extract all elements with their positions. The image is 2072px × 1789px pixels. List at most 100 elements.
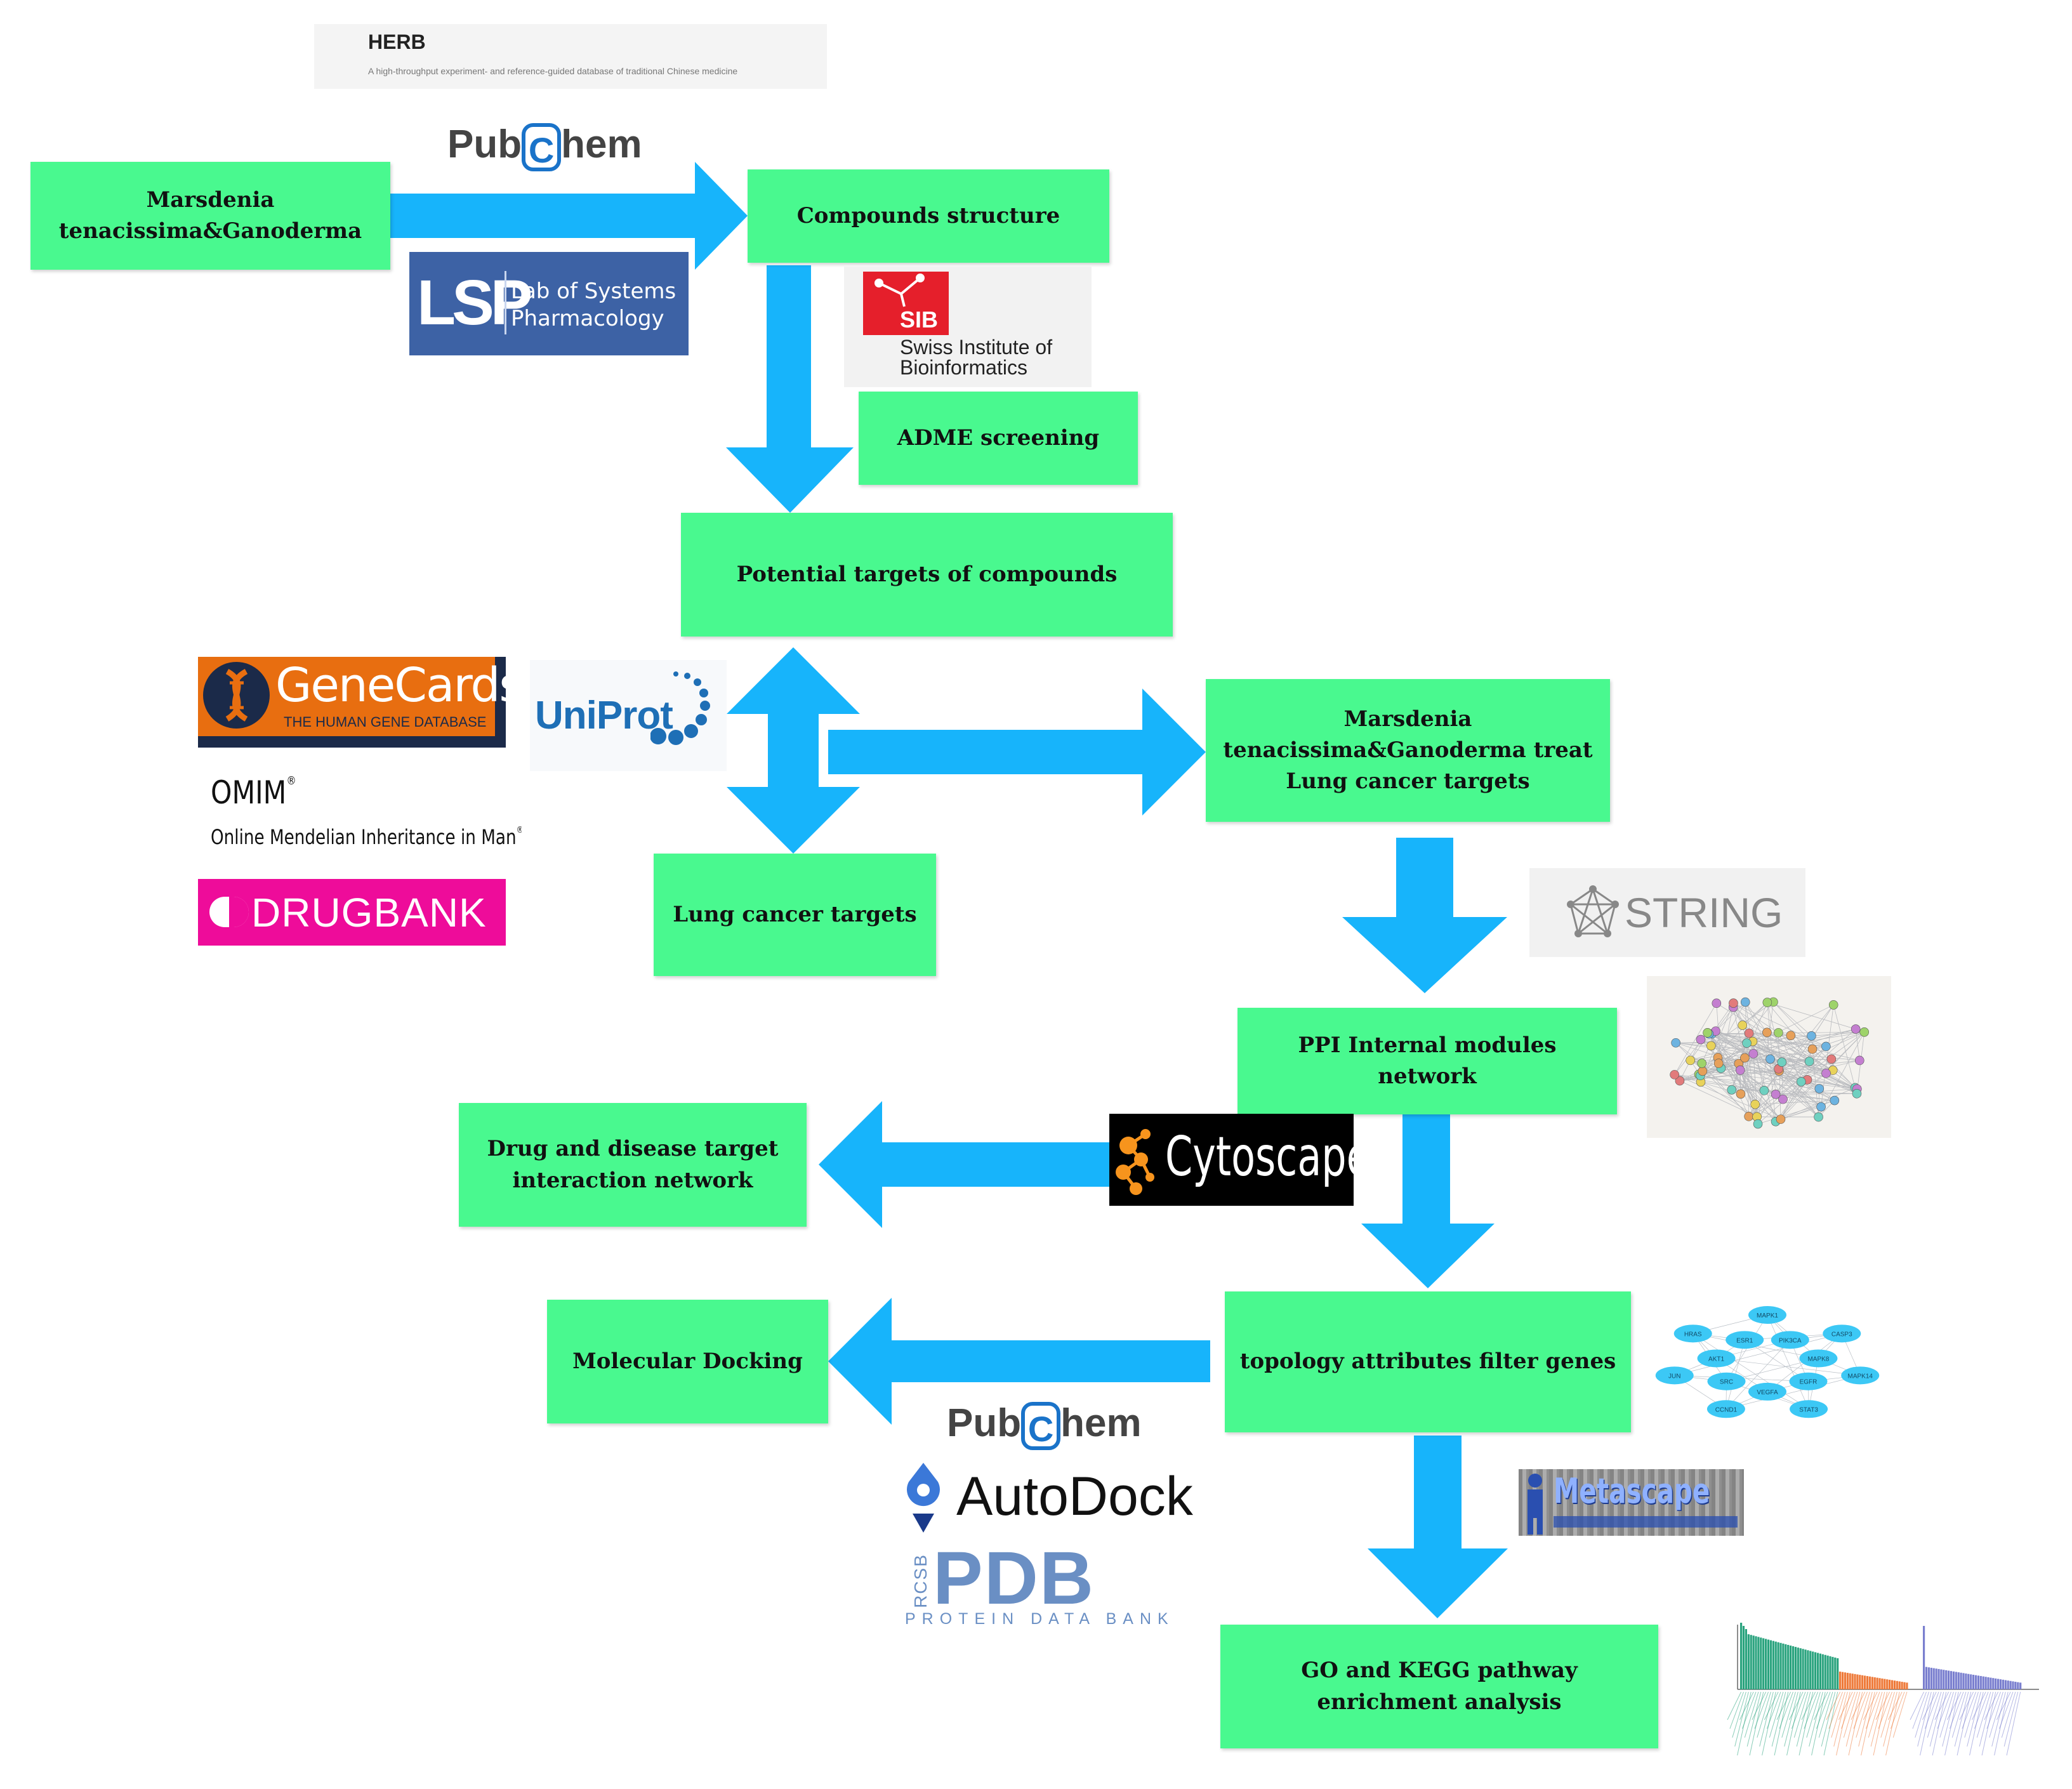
box-compounds-structure: Compounds structure (748, 169, 1109, 263)
enrich-bar (1898, 1681, 1901, 1689)
ppi-edge (1732, 1007, 1750, 1034)
enrich-bar (1740, 1623, 1743, 1689)
enrich-bar (1940, 1669, 1943, 1689)
enrich-bar-group (1727, 1623, 1839, 1756)
arrow-down-compounds-potential (726, 265, 854, 513)
ppi-edge (1748, 1046, 1826, 1117)
enrich-bar (1851, 1673, 1854, 1689)
hub-gene-node (1673, 1324, 1712, 1343)
enrich-tick-label (1951, 1691, 1967, 1738)
box-potential-targets: Potential targets of compounds (681, 513, 1173, 637)
ppi-edge (1738, 1063, 1858, 1090)
ppi-edge (1780, 1081, 1802, 1119)
ppi-edge (1812, 1031, 1864, 1050)
metascape-title: Metascape (1554, 1471, 1710, 1511)
drugbank-pill-icon (209, 897, 249, 927)
enrich-bar (1774, 1641, 1777, 1689)
pubchem-c-hexagon-bottom: C (1021, 1401, 1061, 1450)
enrich-tick-label (1934, 1691, 1950, 1720)
enrich-bar (1987, 1677, 1990, 1689)
enrich-bar (1967, 1673, 1970, 1689)
enrich-tick-label (1929, 1691, 1944, 1747)
pdb-title: PDB (933, 1545, 1095, 1620)
enrich-tick-label (1729, 1691, 1744, 1729)
enrich-bar (1752, 1635, 1755, 1689)
ppi-edge (1833, 1005, 1856, 1088)
enrich-tick-label (1833, 1691, 1848, 1747)
ppi-node (1814, 1084, 1825, 1093)
hub-gene-node (1655, 1366, 1694, 1385)
ppi-node (1807, 1031, 1816, 1041)
enrich-bar (1807, 1650, 1809, 1689)
enrich-bar (1925, 1667, 1928, 1689)
ppi-node (1671, 1038, 1680, 1048)
enrich-tick-label (1942, 1691, 1957, 1747)
arrow-bidirectional-potential-lung (727, 647, 860, 854)
lsp-line1: Lab of Systems (511, 279, 676, 304)
enrich-tick-label (1851, 1691, 1866, 1720)
ppi-node (1735, 1066, 1745, 1075)
enrich-tick-label (1818, 1691, 1833, 1738)
ppi-edge (1757, 1071, 1779, 1125)
enrich-tick-label (1996, 1691, 2011, 1720)
enrich-bar (1974, 1675, 1977, 1689)
enrich-bar (1930, 1667, 1932, 1689)
ppi-edge (1702, 1071, 1858, 1090)
box-marsdenia-ganoderma: Marsdenia tenacissima&Ganoderma (30, 162, 390, 270)
hub-gene-graph: MAPK1PIK3CACASP3MAPK8MAPK14EGFRSTAT3VEGF… (1655, 1306, 1880, 1418)
ppi-edge (1753, 1053, 1810, 1062)
ppi-edge (1778, 1033, 1858, 1090)
ppi-node (1854, 1055, 1864, 1066)
enrich-tick-label (1991, 1691, 2006, 1747)
ppi-edge (1675, 1042, 1819, 1089)
enrich-bar (1856, 1674, 1859, 1689)
ppi-edge (1700, 1081, 1757, 1118)
ppi-edge (1674, 1003, 1717, 1075)
enrich-bar (1846, 1672, 1849, 1689)
enrich-tick-label (1959, 1691, 1974, 1720)
hub-gene-node (1841, 1366, 1880, 1385)
ppi-edge (1707, 1033, 1835, 1101)
enrich-tick-label (1789, 1691, 1804, 1720)
enrich-tick-label (1754, 1691, 1769, 1729)
string-title: STRING (1625, 889, 1783, 936)
ppi-edge (1698, 1002, 1768, 1075)
pdb-subtitle: PROTEIN DATA BANK (905, 1610, 1175, 1628)
enrich-tick-label (1746, 1691, 1762, 1747)
enrich-bar (1943, 1670, 1945, 1689)
enrich-tick-label (1752, 1691, 1767, 1720)
uniprot-dots-icon (650, 671, 710, 745)
enrich-bar (1970, 1674, 1972, 1689)
ppi-edge (1757, 1059, 1832, 1125)
metascape-figure-icon (1528, 1474, 1543, 1535)
enrich-tick-label (1766, 1691, 1781, 1729)
ppi-edge (1775, 1079, 1808, 1122)
drugbank-logo: DRUGBANK (198, 879, 506, 946)
lsp-line2: Pharmacology (511, 306, 664, 331)
ppi-edge (1675, 1042, 1703, 1064)
enrich-tick-label (1868, 1691, 1883, 1738)
enrichment-chart-image (1725, 1618, 2042, 1783)
enrich-bar (1876, 1677, 1878, 1689)
enrich-bar (1849, 1673, 1851, 1689)
enrich-tick-label (1962, 1691, 1976, 1729)
ppi-edge (1773, 1001, 1812, 1036)
ppi-node (1859, 1027, 1870, 1037)
hub-gene-label: CCND1 (1715, 1406, 1738, 1413)
ppi-edge (1733, 1003, 1779, 1033)
ppi-edge (1711, 1045, 1739, 1064)
arrow-down-ppi-topology (1361, 1107, 1495, 1288)
enrich-tick-label (1878, 1691, 1892, 1729)
enrich-tick-label (1910, 1691, 1925, 1720)
arrow-right-to-treat (828, 689, 1206, 815)
autodock-logo: AutoDock (898, 1460, 1203, 1536)
metascape-tagline-bar (1554, 1516, 1738, 1528)
ppi-edge (1775, 1032, 1865, 1122)
pubchem-hem-bottom: hem (1060, 1401, 1142, 1445)
ppi-node (1727, 1085, 1737, 1095)
enrich-bar (1809, 1651, 1812, 1689)
enrich-tick-label (1793, 1691, 1809, 1738)
hub-gene-node (1707, 1372, 1746, 1390)
enrich-bar (2004, 1680, 2007, 1689)
ppi-node (1740, 997, 1750, 1007)
